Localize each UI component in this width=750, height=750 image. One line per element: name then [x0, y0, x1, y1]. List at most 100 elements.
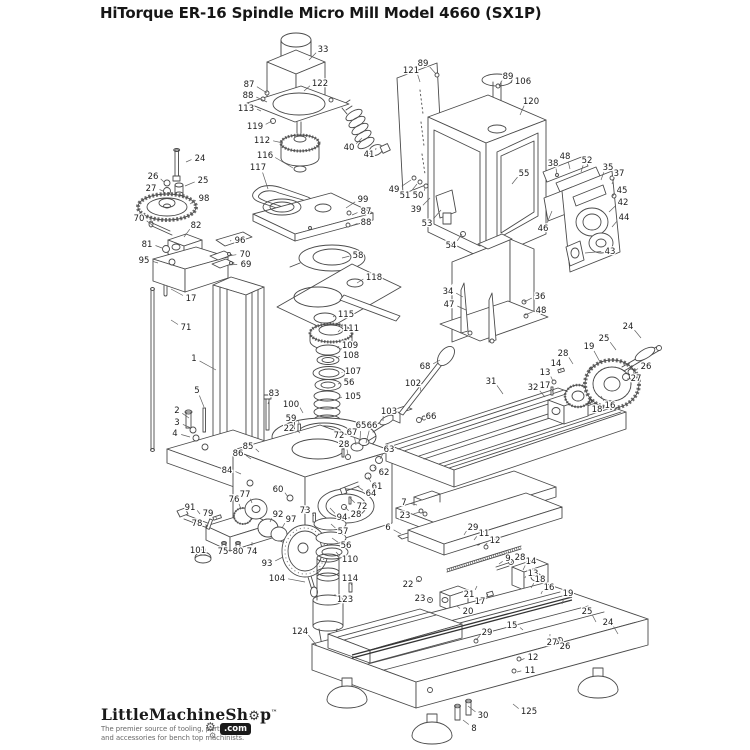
part-number-label: 19: [584, 342, 595, 352]
part-number-label: 93: [262, 559, 273, 569]
part-number-label: 47: [444, 300, 455, 310]
part-number-label: 106: [515, 77, 531, 87]
leader-line: [423, 198, 430, 205]
part-number-label: 119: [247, 122, 263, 132]
part-number-label: 28: [515, 553, 526, 563]
leader-line: [475, 586, 477, 590]
part-number-label: 59: [286, 414, 297, 424]
leader-line: [147, 221, 152, 225]
part-number-label: 56: [344, 378, 355, 388]
leader-line: [357, 279, 363, 283]
leader-line: [513, 704, 519, 709]
leader-line: [541, 591, 542, 594]
part-number-label: 57: [338, 527, 349, 537]
part-number-label: 86: [233, 449, 244, 459]
leader-line: [585, 252, 601, 254]
part-number-label: 74: [247, 547, 258, 557]
leader-line: [351, 584, 352, 585]
part-number-label: 97: [286, 515, 297, 525]
leader-line: [420, 388, 421, 393]
leader-line: [551, 377, 553, 382]
part-number-label: 72: [357, 502, 368, 512]
leader-line: [333, 315, 335, 317]
part-number-label: 70: [134, 214, 145, 224]
part-number-label: 71: [181, 323, 192, 333]
leader-line: [512, 177, 518, 184]
part-number-label: 123: [337, 595, 353, 605]
part-number-label: 23: [415, 594, 426, 604]
part-number-label: 30: [478, 711, 489, 721]
part-number-label: 11: [479, 529, 490, 539]
part-number-label: 28: [558, 349, 569, 359]
part-number-label: 83: [269, 389, 280, 399]
part-number-label: 12: [490, 536, 501, 546]
part-number-label: 29: [468, 523, 479, 533]
leader-line: [464, 531, 466, 535]
leader-line: [341, 441, 342, 448]
leader-line: [593, 616, 596, 622]
leader-line: [345, 507, 349, 511]
part-number-label: 18: [592, 405, 603, 415]
leader-line: [355, 438, 356, 445]
part-number-label: 22: [284, 424, 295, 434]
part-number-label: 33: [318, 45, 329, 55]
headstock-top-cover: [253, 193, 401, 330]
part-number-label: 66: [426, 412, 437, 422]
part-number-label: 3: [174, 418, 179, 428]
leader-line: [463, 720, 469, 725]
control-box: [412, 74, 546, 260]
leader-line: [350, 498, 355, 503]
leader-line: [499, 81, 502, 87]
leader-line: [338, 330, 340, 332]
leader-line: [337, 397, 342, 399]
part-number-label: 32: [528, 383, 539, 393]
leader-line: [476, 636, 480, 641]
leader-line: [360, 431, 361, 441]
part-number-label: 65: [356, 421, 367, 431]
part-number-label: 11: [525, 666, 536, 676]
leader-line: [297, 431, 300, 434]
leader-line: [185, 182, 195, 186]
leader-line: [508, 82, 512, 84]
leader-line: [236, 472, 242, 474]
part-number-label: 125: [521, 707, 537, 717]
leader-line: [601, 396, 604, 401]
leader-line: [184, 229, 190, 237]
part-number-label: 26: [641, 362, 652, 372]
part-number-label: 60: [273, 485, 284, 495]
part-number-label: 42: [618, 198, 629, 208]
leader-line: [330, 508, 335, 513]
leader-line: [614, 627, 618, 634]
part-number-label: 87: [244, 80, 255, 90]
leader-line: [521, 659, 525, 661]
leader-line: [300, 408, 303, 413]
leader-line: [456, 293, 463, 297]
leader-line: [266, 121, 272, 124]
part-number-label: 12: [528, 653, 539, 663]
part-number-label: 112: [254, 136, 270, 146]
part-number-label: 43: [605, 247, 616, 257]
part-number-label: 45: [617, 186, 628, 196]
leader-line: [246, 456, 251, 460]
leader-line: [197, 510, 200, 514]
part-number-label: 24: [603, 618, 614, 628]
part-number-label: 89: [418, 59, 429, 69]
company-logo: LittleMachineSh⚙p™ The premier source of…: [101, 705, 371, 743]
leader-line: [412, 184, 418, 191]
part-number-label: 29: [482, 628, 493, 638]
part-number-label: 13: [528, 569, 539, 579]
leader-line: [559, 637, 560, 641]
part-number-label: 105: [345, 392, 361, 402]
trademark-symbol: ™: [271, 708, 278, 716]
part-number-label: 13: [540, 368, 551, 378]
part-number-label: 73: [300, 506, 311, 516]
leader-line: [418, 75, 420, 82]
part-number-label: 46: [538, 224, 549, 234]
part-number-label: 34: [443, 287, 454, 297]
part-number-label: 50: [413, 191, 424, 201]
gear-icon: ⚙: [205, 720, 216, 734]
part-number-label: 44: [619, 213, 630, 223]
part-number-label: 100: [283, 400, 299, 410]
leader-line: [257, 87, 267, 93]
leader-line: [171, 289, 183, 296]
